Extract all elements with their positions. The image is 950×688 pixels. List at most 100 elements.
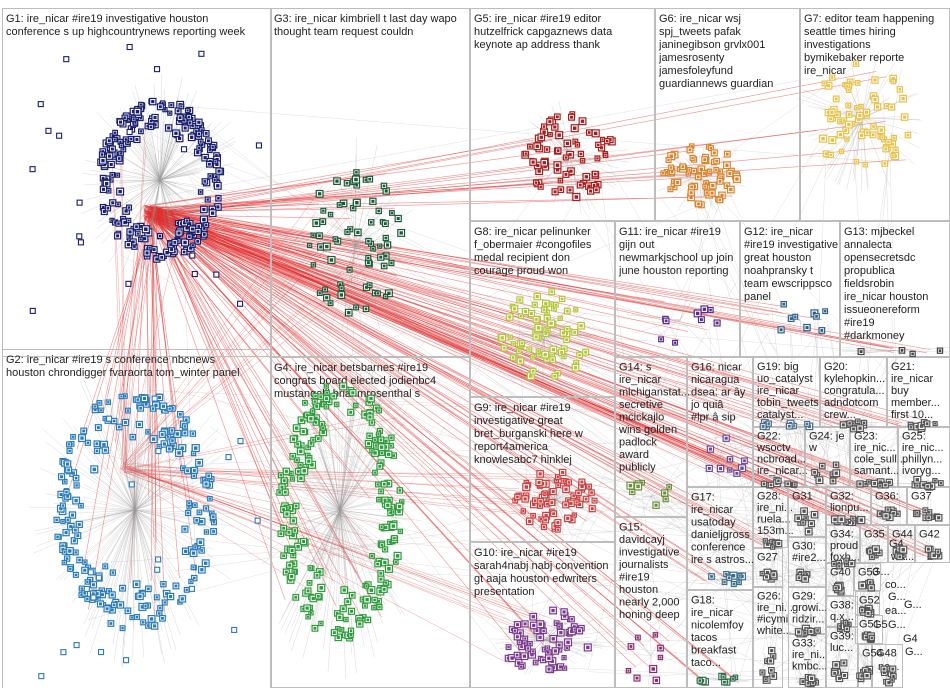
node-avatar (851, 517, 855, 520)
node-avatar (198, 511, 201, 514)
node-avatar (669, 154, 674, 158)
edge-gray (118, 179, 161, 184)
node-avatar (318, 292, 321, 295)
node-avatar (537, 480, 541, 484)
node-avatar (574, 308, 577, 311)
edge-gray (838, 117, 863, 185)
edge-gray (338, 177, 356, 246)
node-avatar (135, 109, 140, 114)
node-avatar (545, 357, 549, 361)
group-label-line: luc... (830, 642, 853, 654)
edge-red (124, 471, 544, 634)
group-label-g54: G54 (862, 648, 883, 660)
edge-gray (134, 509, 166, 529)
edge-gray (513, 334, 546, 380)
edge-gray (134, 509, 166, 542)
node-avatar (338, 203, 341, 207)
node-avatar (769, 668, 773, 672)
edge-gray (719, 442, 726, 457)
node-avatar (564, 503, 568, 507)
edge-gray (339, 386, 354, 511)
node-avatar (151, 407, 155, 410)
node-avatar (548, 120, 552, 124)
node-avatar (560, 350, 564, 354)
node-avatar (857, 117, 861, 122)
node-avatar (533, 303, 537, 307)
node-avatar (68, 549, 72, 553)
node-avatar (93, 408, 97, 412)
edge-gray (282, 431, 341, 511)
edge-gray (133, 448, 136, 511)
node-avatar (162, 582, 165, 586)
edge-gray (339, 459, 377, 511)
node-avatar (395, 554, 400, 558)
node-avatar (329, 258, 334, 262)
group-label-line: G35 (864, 529, 885, 541)
group-label-line: G13: mjbeckel (844, 226, 914, 238)
edge-red (150, 206, 883, 520)
node-avatar (399, 231, 403, 235)
edge-gray (699, 338, 825, 473)
node-avatar (69, 525, 73, 529)
edge-gray (339, 465, 387, 511)
edge-gray (354, 240, 367, 246)
cell-label: G... (904, 599, 922, 611)
node-avatar (829, 153, 833, 157)
node-avatar (845, 559, 848, 562)
edge-gray (80, 179, 161, 214)
edge-gray (853, 117, 863, 181)
node-avatar (900, 348, 904, 352)
group-label-g40: G40 (830, 567, 851, 579)
group-label-line: janinegibson grvlx001 (658, 39, 765, 51)
node-avatar (519, 315, 523, 318)
group-label-line: medal recipient don (474, 252, 570, 264)
node-avatar (518, 359, 522, 363)
edge-gray (544, 334, 596, 366)
node-avatar (830, 138, 835, 142)
node-avatar (728, 171, 732, 175)
edge-gray (701, 443, 862, 675)
edge-gray (679, 289, 691, 321)
node-avatar (515, 635, 519, 639)
node-avatar (529, 374, 533, 378)
group-label-line: houston (619, 584, 658, 596)
node-avatar (351, 391, 355, 395)
node-avatar (529, 642, 532, 645)
edge-red (149, 129, 819, 214)
edge-gray (772, 546, 849, 679)
group-label-line: issueonereform (844, 304, 920, 316)
node-avatar (550, 290, 554, 294)
node-avatar (844, 621, 847, 624)
node-avatar (382, 482, 386, 486)
group-label-line: G6: ire_nicar wsj (659, 13, 741, 25)
node-avatar (349, 410, 353, 414)
node-avatar (315, 573, 319, 577)
group-label-line: ivoryg... (902, 465, 941, 477)
node-avatar (878, 480, 883, 484)
node-avatar (354, 177, 358, 182)
node-avatar (387, 452, 391, 456)
node-avatar (399, 530, 402, 533)
node-avatar (290, 472, 293, 475)
node-avatar (844, 521, 848, 524)
node-avatar (123, 220, 127, 225)
node-avatar (382, 587, 386, 591)
node-avatar (336, 635, 340, 639)
group-label-g39: G39:luc... (830, 631, 854, 655)
node-avatar (596, 183, 600, 187)
node-avatar (117, 157, 121, 160)
node-avatar (592, 183, 596, 187)
node-avatar (516, 495, 519, 499)
edge-red (152, 215, 930, 558)
node-avatar (119, 152, 123, 155)
node-avatar (689, 195, 693, 199)
node-avatar (104, 181, 109, 186)
edge-gray (339, 485, 381, 511)
node-avatar (393, 536, 396, 540)
group-label-line: G40 (830, 567, 851, 579)
edge-gray (842, 350, 896, 352)
node-avatar (398, 489, 402, 492)
edge-red (145, 210, 933, 553)
node-avatar (522, 654, 527, 658)
